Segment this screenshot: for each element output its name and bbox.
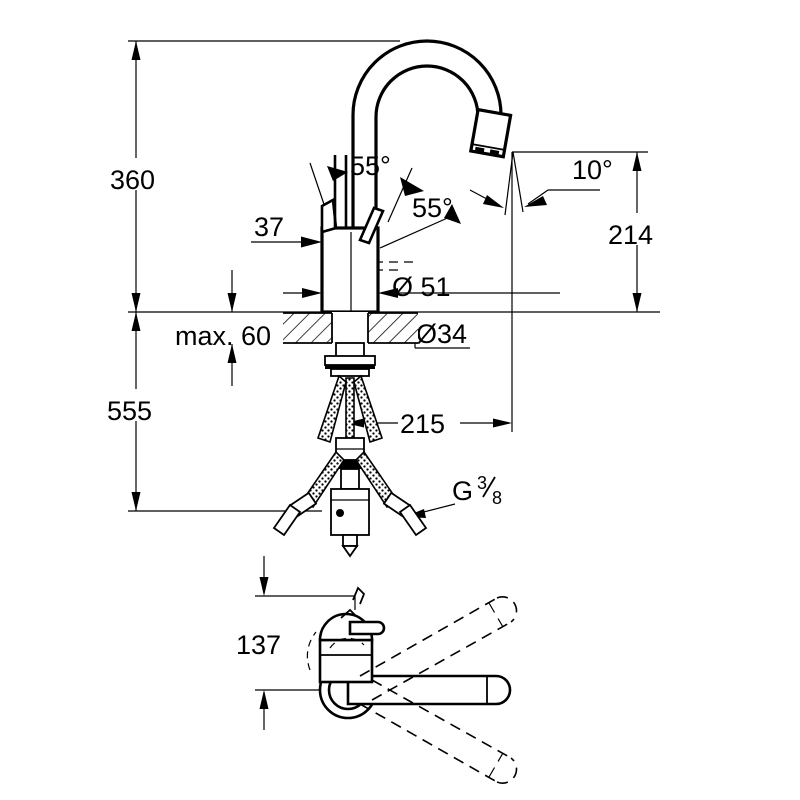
extension-lines — [128, 40, 660, 512]
dimension-label-215: 215 — [400, 409, 445, 439]
lever-plan — [348, 620, 386, 636]
dimension-555: 555 — [105, 312, 175, 511]
elevation-view: 360 555 214 — [105, 39, 676, 558]
dimension-label-137: 137 — [236, 630, 281, 660]
hose-bundle-right — [353, 374, 384, 444]
plan-view: 137 — [234, 556, 518, 784]
spout-inner-profile — [374, 64, 480, 312]
dimension-label-max60: max. 60 — [175, 321, 271, 351]
thread-label-denominator: 8 — [492, 488, 502, 508]
hose-bundle-left — [316, 374, 347, 444]
angle-label-55-right: 55° — [412, 193, 453, 223]
dimension-label-555: 555 — [107, 396, 152, 426]
thread-label-g: G — [452, 476, 473, 506]
angle-10: 10° — [469, 151, 613, 216]
faucet-elevation-geometry — [272, 39, 513, 558]
dimension-360: 360 — [108, 41, 174, 312]
aerator-head — [468, 107, 513, 159]
spout-outer-profile — [351, 39, 503, 312]
thread-label-numerator: 3 — [477, 473, 487, 493]
supply-hose-right — [354, 450, 399, 509]
diameter-51: Ø 51 — [283, 261, 560, 302]
lever-handle-left — [320, 197, 338, 234]
supply-hose-left — [301, 450, 346, 509]
dimension-37: 37 — [251, 212, 322, 248]
cartridge-housing — [318, 638, 374, 684]
dimension-137: 137 — [234, 556, 355, 730]
plan-geometry — [306, 586, 518, 784]
diameter-34: Ø34 — [414, 319, 470, 349]
diameter-label-34: Ø34 — [416, 319, 467, 349]
angle-label-55-top: 55° — [350, 151, 391, 181]
hose-bundle-center — [345, 377, 355, 439]
angle-label-10: 10° — [572, 155, 613, 185]
diameter-label-51: Ø 51 — [392, 272, 451, 302]
lever-handle-tilted — [358, 206, 385, 245]
spout-arm-rotated-down — [359, 679, 518, 784]
spout-arm-center — [346, 674, 512, 706]
dimension-label-214: 214 — [608, 220, 653, 250]
spout-arm-rotated-up — [359, 596, 518, 701]
dimension-214: 214 — [606, 152, 676, 312]
countertop-section — [283, 312, 418, 344]
angle-55-right: 55° — [379, 193, 461, 249]
dimension-label-360: 360 — [110, 165, 155, 195]
dimension-label-37: 37 — [254, 212, 284, 242]
